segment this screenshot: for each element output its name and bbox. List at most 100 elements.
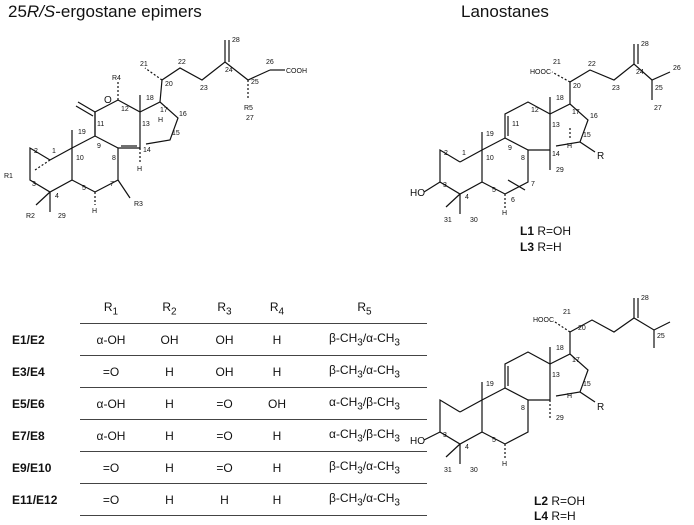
cell-r3: =O (197, 387, 252, 420)
l24-num-28: 28 (641, 295, 649, 302)
l13-num-6: 6 (511, 197, 515, 204)
l24-r-label: R (597, 402, 604, 413)
cell-r1: α-OH (80, 387, 142, 420)
ergo-cooh-label: COOH (286, 68, 307, 75)
cell-code: E9/E10 (12, 460, 52, 475)
cell-r4: H (252, 483, 302, 516)
l13-num-11: 11 (512, 121, 519, 128)
ergo-num-27: 27 (246, 115, 254, 122)
ergo-h14-label: H (137, 166, 142, 173)
cell-r2: H (142, 451, 197, 484)
l24-num-8: 8 (521, 405, 525, 412)
ergo-num-1: 1 (52, 148, 56, 155)
l13-num-13: 13 (552, 122, 560, 129)
cell-r3: =O (197, 451, 252, 484)
cell-r3: OH (197, 323, 252, 356)
cell-r4: H (252, 355, 302, 388)
l13-num-14: 14 (552, 151, 560, 158)
header-r4: R4 (252, 295, 302, 324)
cell-code: E7/E8 (12, 428, 45, 443)
l13-num-26: 26 (673, 65, 681, 72)
l24-h5-label: H (502, 461, 507, 468)
cell-r3: OH (197, 355, 252, 388)
table-header-row: R1 R2 R3 R4 R5 (8, 295, 427, 324)
compound-l3: L3 R=H (520, 240, 562, 254)
cell-code: E3/E4 (12, 364, 45, 379)
cell-r2: OH (142, 323, 197, 356)
l13-num-18: 18 (556, 95, 564, 102)
cell-r5: α-CH3/β-CH3 (302, 387, 427, 420)
l24-num-29: 29 (556, 415, 564, 422)
ergo-num-8: 8 (112, 155, 116, 162)
cell-code: E11/E12 (12, 492, 58, 507)
l13-num-16: 16 (590, 113, 598, 120)
ergo-num-28: 28 (232, 37, 240, 44)
l13-num-29: 29 (556, 167, 564, 174)
l13-num-21: 21 (553, 59, 561, 66)
l13-num-23: 23 (612, 85, 620, 92)
cell-r1: =O (80, 355, 142, 388)
l13-ho-label: HO (410, 188, 425, 199)
ergo-h5-label: H (92, 208, 97, 215)
cell-r5: β-CH3/α-CH3 (302, 483, 427, 516)
l13-h17-label: H (567, 143, 572, 150)
l13-r-label: R (597, 151, 604, 162)
cell-code: E1/E2 (12, 332, 45, 347)
cell-r5: β-CH3/α-CH3 (302, 323, 427, 356)
cell-r5: α-CH3/β-CH3 (302, 419, 427, 452)
ergo-num-13: 13 (142, 121, 150, 128)
l13-num-22: 22 (588, 61, 596, 68)
cell-r2: H (142, 387, 197, 420)
l24-num-30: 30 (470, 467, 478, 474)
ergostane-structure: O COOH R1 R2 R3 R4 R5 H H H 1 2 3 4 5 7 … (4, 37, 307, 220)
ergo-num-12: 12 (121, 106, 129, 113)
ergo-num-20: 20 (165, 81, 173, 88)
l24-num-18: 18 (556, 345, 564, 352)
ergo-num-9: 9 (97, 143, 101, 150)
l13-num-12: 12 (531, 107, 539, 114)
compound-l2: L2 R=OH (534, 494, 586, 508)
l24-num-31: 31 (444, 467, 452, 474)
ergo-num-10: 10 (76, 155, 84, 162)
cell-r2: H (142, 419, 197, 452)
l13-num-2: 2 (444, 150, 448, 157)
ergo-num-2: 2 (34, 148, 38, 155)
l24-h17-label: H (567, 393, 572, 400)
cell-r4: OH (252, 387, 302, 420)
ergo-num-16: 16 (179, 111, 187, 118)
cell-r4: H (252, 451, 302, 484)
lanostane-structure-l2-l4: HOOC HO R H H 3 4 5 8 13 15 17 18 19 20 … (410, 295, 671, 474)
ergo-num-4: 4 (55, 193, 59, 200)
cell-r2: H (142, 355, 197, 388)
l13-num-3: 3 (443, 182, 447, 189)
ergo-num-18: 18 (146, 95, 154, 102)
cell-r5: β-CH3/α-CH3 (302, 451, 427, 484)
l13-num-17: 17 (572, 109, 580, 116)
l24-num-3: 3 (443, 432, 447, 439)
ergo-r4-label: R4 (112, 75, 121, 82)
l24-num-4: 4 (465, 444, 469, 451)
l13-num-19: 19 (486, 131, 494, 138)
header-r5: R5 (302, 295, 427, 324)
l24-num-21: 21 (563, 309, 571, 316)
l13-hooc-label: HOOC (530, 69, 551, 76)
cell-r1: α-OH (80, 419, 142, 452)
l13-num-24: 24 (636, 69, 644, 76)
header-r3: R3 (197, 295, 252, 324)
l24-num-15: 15 (583, 381, 591, 388)
l24-num-19: 19 (486, 381, 494, 388)
l24-num-20: 20 (578, 325, 586, 332)
ergo-r3-label: R3 (134, 201, 143, 208)
cell-r4: H (252, 419, 302, 452)
ergo-num-11: 11 (97, 121, 104, 128)
ergo-num-17: 17 (160, 107, 168, 114)
l13-num-31: 31 (444, 217, 452, 224)
ergo-num-15: 15 (172, 130, 180, 137)
l13-num-15: 15 (583, 132, 591, 139)
ergo-num-24: 24 (225, 67, 233, 74)
